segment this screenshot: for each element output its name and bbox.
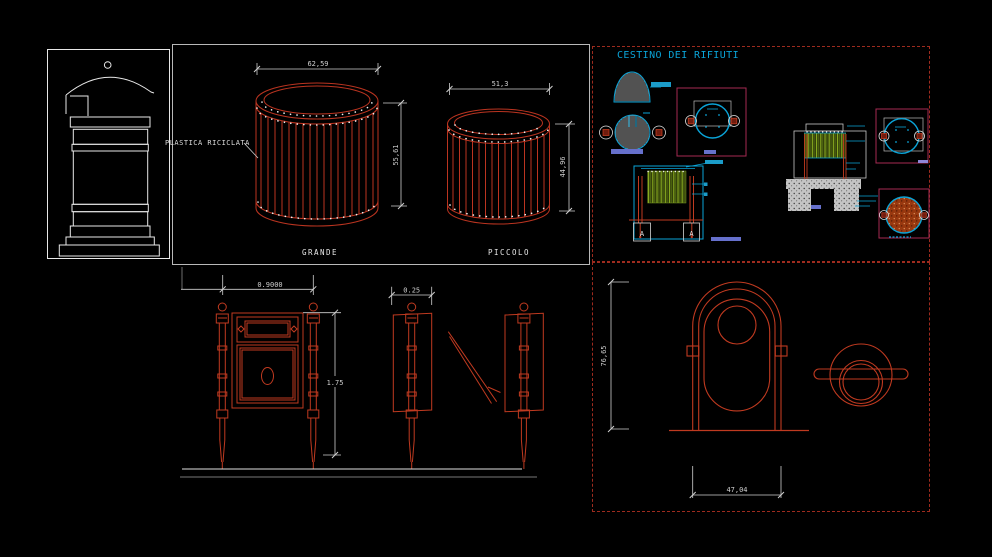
panel-classical-bin	[47, 49, 170, 259]
classical-bin-outline	[58, 61, 160, 257]
grande-height-dim-text: 55,61	[392, 144, 400, 165]
arched-height-dim-text: 76,65	[600, 345, 608, 366]
arched-bin-top-view	[813, 343, 909, 407]
dimension-bar	[704, 150, 716, 154]
dimension-bar	[918, 160, 928, 163]
piccolo-width-dimension	[446, 83, 553, 95]
grande-height-dimension	[383, 99, 407, 210]
plan-view-hatched	[599, 112, 666, 154]
round-bins-drawing: 62,59 55,61 GRANDE	[165, 60, 575, 257]
side-view-left	[392, 302, 433, 470]
piccolo-width-dim-text: 51,3	[492, 80, 509, 88]
side-view-right	[504, 302, 544, 470]
tilted-bin-lines	[447, 331, 501, 404]
panel-round-bins: 62,59 55,61 GRANDE	[165, 44, 590, 265]
material-label: PLASTICA RICICLATA	[165, 139, 250, 147]
panel-arched-bin: 76,65 47,04	[592, 262, 930, 512]
framed-plan-detail-2	[875, 108, 929, 164]
section-view	[786, 123, 878, 211]
post-left	[215, 302, 229, 470]
bin-box-front	[231, 312, 304, 409]
grande-width-dimension	[253, 63, 382, 75]
details-drawings: A A	[599, 71, 930, 242]
arched-width-dimension	[689, 466, 785, 499]
piccolo-height-dim-text: 44,96	[559, 156, 567, 177]
concrete-footing	[786, 179, 861, 211]
classical-bin-drawing	[58, 61, 160, 257]
dimension-bar	[811, 205, 821, 209]
arched-width-dim-text: 47,04	[726, 486, 747, 494]
framed-plan-detail-1	[676, 87, 747, 157]
panel-details: CESTINO DEI RIFIUTI	[592, 46, 930, 262]
grande-rivet-dots	[256, 101, 378, 220]
sheet-title: CESTINO DEI RIFIUTI	[617, 50, 739, 61]
framed-plan-detail-filled	[878, 188, 930, 239]
side-width-dim-text: 0.25	[403, 287, 420, 295]
dimension-bar	[611, 149, 643, 154]
front-width-dimension	[181, 275, 317, 295]
side-width-dimension	[388, 286, 436, 305]
slat-elevation: A A	[629, 160, 741, 242]
dimension-bar	[711, 237, 741, 241]
grande-label: GRANDE	[302, 248, 338, 257]
piccolo-bin-drawing	[447, 108, 550, 225]
arched-bin-front	[669, 281, 809, 432]
post-right	[306, 302, 320, 470]
piccolo-rivet-dots	[448, 124, 549, 218]
arched-height-dimension	[607, 278, 629, 433]
grande-bin-drawing	[255, 82, 379, 227]
front-height-dim-text: 1.75	[327, 379, 344, 387]
grande-width-dim-text: 62,59	[307, 60, 328, 68]
lid-profile-hatched	[613, 71, 671, 103]
footing-marker-right: A	[689, 230, 694, 238]
arched-bin-drawing: 76,65 47,04	[600, 278, 909, 499]
front-width-dim-text: 0.9000	[257, 281, 282, 289]
piccolo-height-dimension	[555, 120, 575, 215]
material-leader-line	[243, 142, 259, 159]
footing-marker-left: A	[640, 230, 645, 238]
post-bin-views-drawing: 0.9000 1.75 0.25	[180, 267, 544, 478]
piccolo-label: PICCOLO	[488, 248, 530, 257]
